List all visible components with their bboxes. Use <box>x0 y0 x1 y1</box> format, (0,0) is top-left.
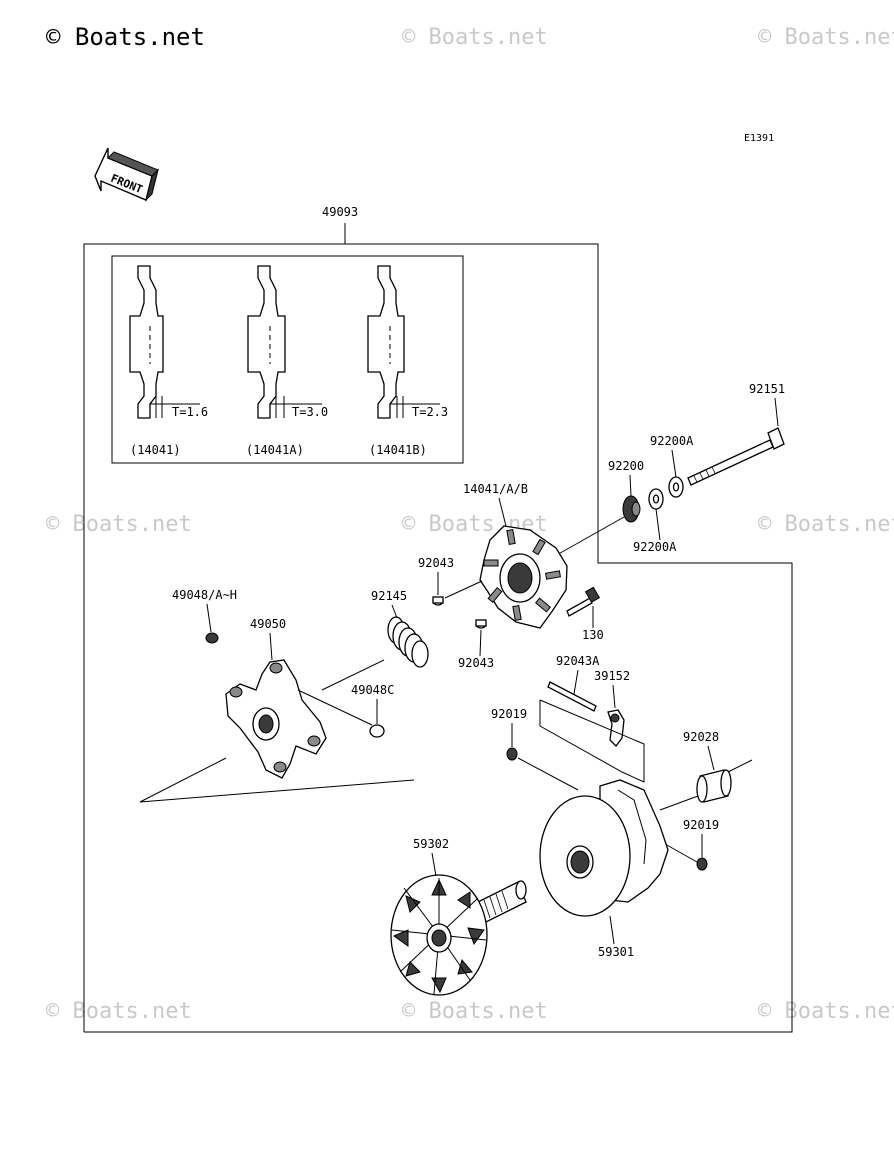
label-92028: 92028 <box>683 730 719 744</box>
leader-line <box>727 759 753 773</box>
leader-line <box>655 508 661 541</box>
pin-92043a <box>547 681 597 712</box>
axis-line <box>321 659 385 691</box>
label-92043: 92043 <box>458 656 494 670</box>
leader-line <box>573 669 579 695</box>
leader-line <box>707 745 715 771</box>
bushing-92028 <box>696 769 732 803</box>
nut-92019 <box>696 857 708 871</box>
label-49048ah: 49048/A~H <box>172 588 237 602</box>
inset-part-label: (14041) <box>130 443 181 457</box>
leader-line <box>269 632 273 661</box>
label-59302: 59302 <box>413 837 449 851</box>
inset-box <box>111 255 464 464</box>
front-arrow-icon: FRONT <box>94 147 159 202</box>
pin-92043 <box>475 619 487 629</box>
label-92043a: 92043A <box>556 654 600 668</box>
leader-line <box>391 604 398 619</box>
leader-line <box>609 915 615 945</box>
diagram-code: E1391 <box>744 133 774 144</box>
leader-line <box>498 497 507 527</box>
brand-logo: © Boats.net <box>46 23 205 51</box>
spider-14041 <box>479 525 568 629</box>
sheave-59302 <box>390 874 527 996</box>
label-49048c: 49048C <box>351 683 394 697</box>
inset-part-label: (14041A) <box>246 443 304 457</box>
leader-line <box>539 699 645 783</box>
label-92019: 92019 <box>683 818 719 832</box>
washer-92200a <box>648 488 664 510</box>
inset-part-label: (14041B) <box>369 443 427 457</box>
arm-39152 <box>607 709 625 747</box>
axis-line <box>444 580 483 599</box>
cover-49050 <box>225 659 327 779</box>
bolt-92151 <box>687 427 785 486</box>
watermark: © Boats.net <box>758 25 894 50</box>
label-49050: 49050 <box>250 617 286 631</box>
label-59301: 59301 <box>598 945 634 959</box>
watermark: © Boats.net <box>46 512 192 537</box>
thickness-label: T=2.3 <box>412 405 448 419</box>
watermark: © Boats.net <box>758 512 894 537</box>
leader-line <box>629 474 632 497</box>
pin-92043 <box>432 596 444 606</box>
leader-line <box>479 629 482 657</box>
label-49093: 49093 <box>322 205 358 219</box>
assembly-frame <box>83 243 793 1033</box>
bolt-130 <box>566 586 601 617</box>
watermark: © Boats.net <box>758 999 894 1024</box>
label-14041ab: 14041/A/B <box>463 482 528 496</box>
label-92200a: 92200A <box>650 434 694 448</box>
nut-49048 <box>205 632 219 644</box>
axis-line <box>517 757 579 791</box>
label-92019: 92019 <box>491 707 527 721</box>
leader-line <box>612 684 616 709</box>
nut-92019 <box>506 747 518 761</box>
leader-line <box>774 397 779 427</box>
label-130: 130 <box>582 628 604 642</box>
weight-profile-14041 <box>129 265 200 419</box>
thickness-label: T=1.6 <box>172 405 208 419</box>
gear-92200 <box>622 495 641 523</box>
weight-profile-14041a <box>247 265 322 419</box>
leader-line <box>431 852 437 877</box>
sheave-59301 <box>539 779 669 917</box>
leader-line <box>671 449 677 478</box>
label-92043: 92043 <box>418 556 454 570</box>
watermark: © Boats.net <box>402 999 548 1024</box>
label-39152: 39152 <box>594 669 630 683</box>
thickness-label: T=3.0 <box>292 405 328 419</box>
washer-92200a <box>668 476 684 498</box>
leader-line <box>297 689 373 726</box>
axis-line <box>554 516 625 557</box>
nut-49048c <box>369 724 385 738</box>
label-92200a: 92200A <box>633 540 677 554</box>
label-92151: 92151 <box>749 382 785 396</box>
label-92200: 92200 <box>608 459 644 473</box>
spring-92145 <box>387 616 429 668</box>
label-92145: 92145 <box>371 589 407 603</box>
watermark: © Boats.net <box>46 999 192 1024</box>
watermark: © Boats.net <box>402 25 548 50</box>
leader-line <box>139 757 415 803</box>
leader-line <box>206 603 212 633</box>
weight-profile-14041b <box>367 265 440 419</box>
axis-line <box>659 795 699 811</box>
